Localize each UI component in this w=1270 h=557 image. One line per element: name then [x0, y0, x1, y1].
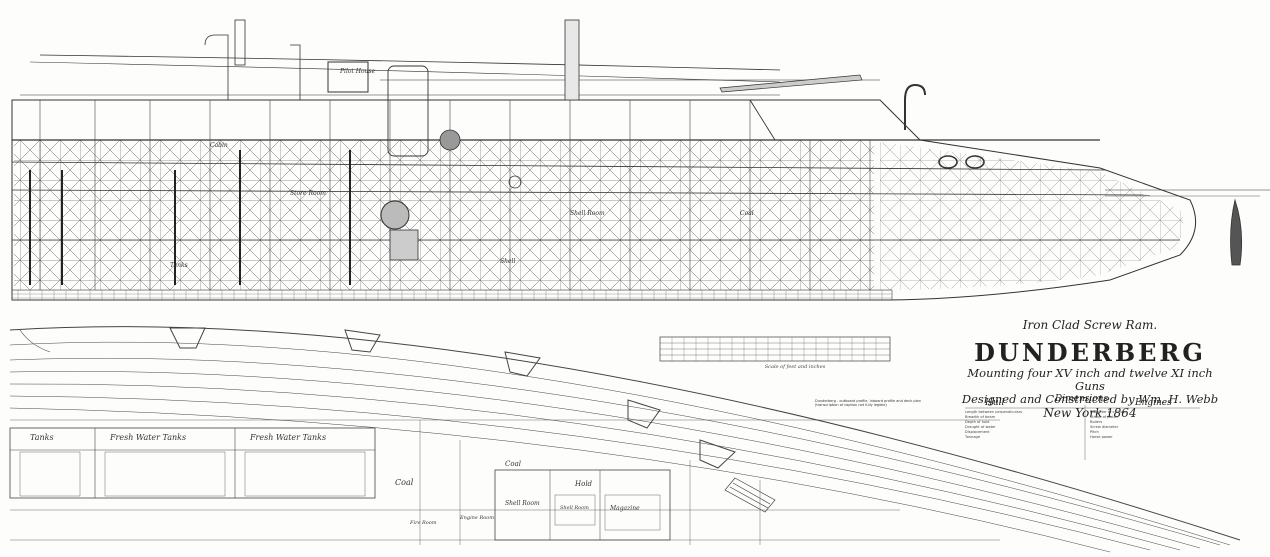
deck-plan: [9, 326, 1241, 553]
dimensions-table-rules: [965, 405, 1200, 460]
engine-row: Stroke of piston: [1090, 415, 1119, 419]
heading-engines: Engines: [1135, 398, 1172, 408]
title-block: Iron Clad Screw Ram. DUNDERBERG Mounting…: [955, 318, 1225, 420]
title-line-4: Designed and Constructed by Wm. H. Webb: [961, 392, 1219, 406]
scale-bar: [659, 336, 891, 362]
label-plan-fresh-water-2: Fresh Water Tanks: [250, 433, 327, 442]
label-shell: Shell: [500, 258, 516, 265]
hull-outline: [11, 99, 1197, 301]
label-cabin: Cabin: [210, 142, 228, 149]
hull-row: Length between perpendiculars: [965, 410, 1023, 414]
label-tanks-profile: Tanks: [170, 262, 188, 269]
label-plan-coal-2: Coal: [505, 460, 521, 468]
label-plan-hold: Hold: [575, 480, 593, 488]
heading-hull: Hull: [985, 398, 1005, 408]
image-caption: Dunderberg - outboard profile, inboard p…: [815, 399, 921, 407]
hull-row: Draught of water: [965, 425, 996, 429]
heading-dimensions: Dimensions: [1055, 394, 1109, 404]
hull-row: Depth of hold: [965, 420, 990, 424]
engine-row: Pitch: [1090, 430, 1099, 434]
title-line-5: New York 1864: [1043, 406, 1137, 420]
scale-label: Scale of feet and inches: [764, 364, 826, 370]
label-shell-room: Shell Room: [570, 210, 605, 217]
label-pilot-house: Pilot House: [340, 68, 376, 75]
label-store-room: Store Room: [290, 190, 326, 197]
engine-row: Diameter of cylinder: [1090, 410, 1127, 414]
label-plan-fire-room: Fire Room: [410, 520, 437, 526]
label-plan-fresh-water-1: Fresh Water Tanks: [110, 433, 187, 442]
engine-row: Boilers: [1090, 420, 1103, 424]
hull-row: Breadth of beam: [965, 415, 996, 419]
label-plan-tanks: Tanks: [30, 433, 54, 442]
hull-dimension-rows: Length between perpendiculars Breadth of…: [965, 410, 1080, 440]
label-coal: Coal: [740, 210, 754, 217]
title-line-1: Iron Clad Screw Ram.: [1022, 318, 1158, 332]
engine-row: Screw diameter: [1090, 425, 1119, 429]
hull-row: Tonnage: [965, 435, 981, 439]
inboard-profile: [11, 19, 1270, 301]
engine-dimension-rows: Diameter of cylinder Stroke of piston Bo…: [1090, 410, 1205, 440]
label-plan-shell-room-2: Shell Room: [560, 505, 589, 511]
engine-row: Horse power: [1090, 435, 1113, 439]
hull-row: Displacement: [965, 430, 990, 434]
ship-name-title: DUNDERBERG: [974, 338, 1206, 367]
label-plan-shell-room-1: Shell Room: [505, 500, 540, 507]
title-line-3: Mounting four XV inch and twelve XI inch…: [967, 366, 1213, 393]
label-plan-engine-room: Engine Room: [460, 515, 494, 521]
label-plan-magazine: Magazine: [610, 505, 640, 512]
label-plan-coal-1: Coal: [395, 478, 414, 487]
